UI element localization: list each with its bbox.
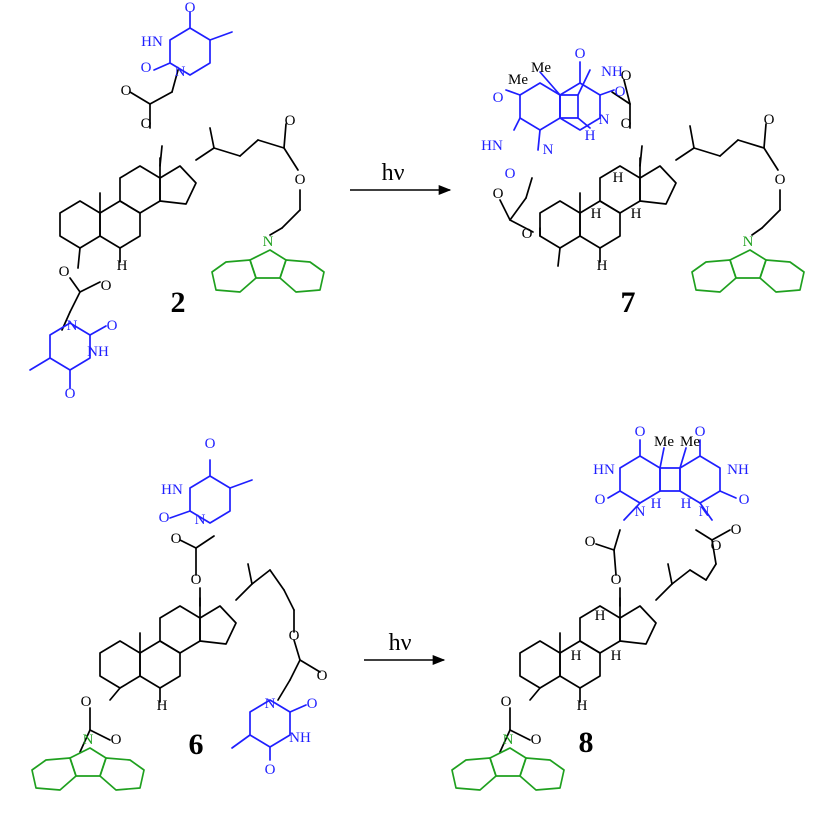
atom-label: O [575,46,586,62]
compound-2-structure: O O O O O O H O HN O N N O NH O N [29,0,325,402]
atom-label: N [699,504,710,520]
reagent-hv-top: hν [382,160,405,186]
atom-label: Me [508,72,528,88]
atom-label: H [157,698,168,714]
atom-label: N [635,504,646,520]
atom-label: O [317,668,328,684]
atom-label: NH [601,64,623,80]
atom-label: Me [654,434,674,450]
atom-label: O [121,83,132,99]
atom-label: Me [680,434,700,450]
atom-label: H [585,128,596,144]
atom-label: O [595,492,606,508]
atom-label: NH [87,344,109,360]
atom-label: O [505,166,516,182]
atom-label: O [65,386,76,402]
atom-label: O [615,84,626,100]
atom-label: NH [727,462,749,478]
atom-label: O [531,732,542,748]
atom-label: O [81,694,92,710]
atom-label: O [159,510,170,526]
atom-label: H [571,648,582,664]
atom-label: O [522,226,533,242]
reagent-hv-bottom: hν [389,630,412,656]
atom-label: H [595,608,606,624]
atom-label: O [764,112,775,128]
atom-label: H [597,258,608,274]
atom-label: NH [289,730,311,746]
compound-6-structure: O O O O O O H O HN O N N O NH O N [31,436,328,791]
atom-label: N [503,732,514,748]
atom-label: O [101,278,112,294]
atom-label: O [191,572,202,588]
atom-label: O [621,116,632,132]
compound-label-7: 7 [621,286,636,319]
atom-label: O [493,90,504,106]
atom-label: O [265,762,276,778]
atom-label: H [631,206,642,222]
atom-label: O [141,116,152,132]
atom-label: O [501,694,512,710]
atom-label: O [739,492,750,508]
atom-label: N [543,142,554,158]
atom-label: HN [481,138,503,154]
atom-label: H [577,698,588,714]
atom-label: HN [161,482,183,498]
atom-label: O [731,522,742,538]
atom-label: O [711,538,722,554]
atom-label: N [195,512,206,528]
atom-label: O [695,424,706,440]
compound-8-structure: O O O O O O H H H H Me Me O O HN NH O O … [451,424,750,791]
atom-label: O [141,60,152,76]
atom-label: O [611,572,622,588]
atom-label: H [591,206,602,222]
compound-label-8: 8 [579,726,594,759]
atom-label: N [599,112,610,128]
atom-label: N [83,732,94,748]
atom-label: O [621,68,632,84]
atom-label: O [285,113,296,129]
atom-label: O [185,0,196,16]
atom-label: H [117,258,128,274]
atom-label: O [107,318,118,334]
atom-label: O [171,531,182,547]
compound-label-2: 2 [171,286,186,319]
atom-label: O [493,186,504,202]
atom-label: N [263,234,274,250]
atom-label: O [635,424,646,440]
atom-label: O [111,732,122,748]
atom-label: O [775,172,786,188]
atom-label: H [613,170,624,186]
atom-label: O [59,264,70,280]
atom-label: N [743,234,754,250]
atom-label: O [307,696,318,712]
atom-label: O [295,172,306,188]
atom-label: N [265,696,276,712]
atom-label: HN [141,34,163,50]
atom-label: O [205,436,216,452]
atom-label: O [585,534,596,550]
compound-7-structure: O O O O O O H H H H Me Me O NH O N N O H… [481,46,805,293]
compound-label-6: 6 [189,728,204,761]
atom-label: H [611,648,622,664]
atom-label: O [289,628,300,644]
atom-label: H [651,496,662,512]
atom-label: N [175,64,186,80]
atom-label: HN [593,462,615,478]
atom-label: H [681,496,692,512]
atom-label: N [67,318,78,334]
atom-label: Me [531,60,551,76]
